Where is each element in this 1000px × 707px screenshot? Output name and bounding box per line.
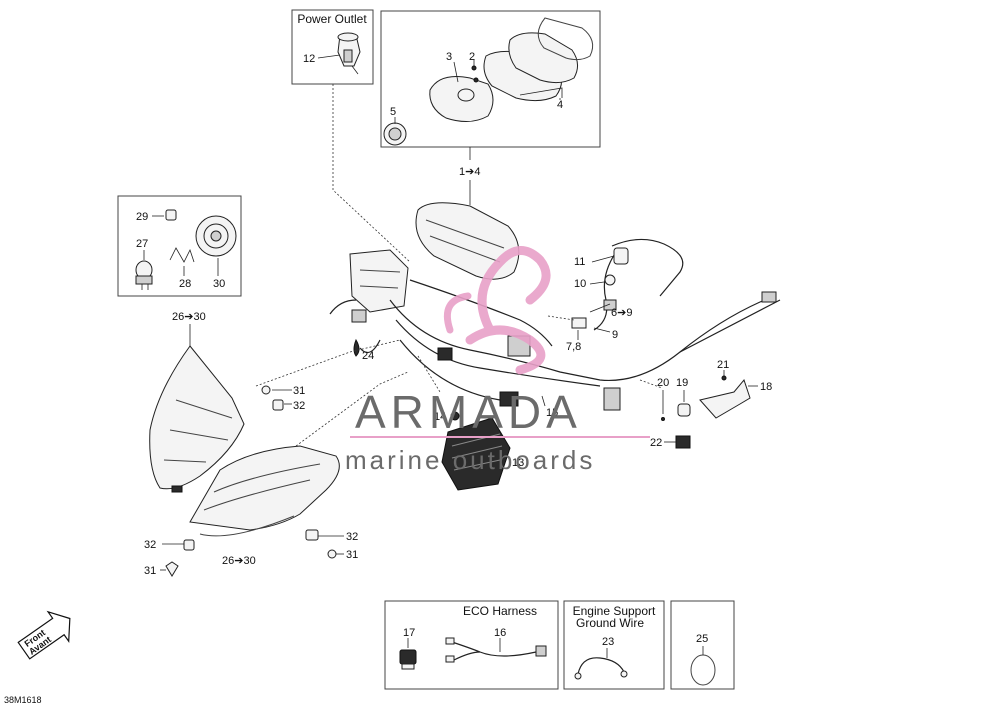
callout-26-30-top: 26➔30	[172, 311, 206, 323]
callout-30: 30	[213, 278, 225, 290]
callout-5: 5	[390, 106, 396, 118]
callout-3: 3	[446, 51, 452, 63]
main-wiring-harness	[329, 279, 781, 411]
callout-6-9: 6➔9	[611, 307, 632, 319]
eco-harness-box: ECO Harness 17 16	[384, 600, 559, 690]
armada-watermark: ARMADA marine outboards	[345, 246, 650, 475]
callout-16: 16	[494, 627, 506, 639]
gasket-ring	[690, 654, 716, 686]
callout-31-lower-left: 31	[144, 565, 156, 577]
power-outlet-title: Power Outlet	[297, 12, 367, 26]
gauge-cluster-body	[483, 32, 578, 102]
eco-harness-cable	[445, 637, 547, 663]
drawing-code: 38M1618	[4, 695, 42, 705]
callout-28: 28	[179, 278, 191, 290]
callout-2: 2	[469, 51, 475, 63]
callout-32-lower-right: 32	[346, 531, 358, 543]
engine-support-title-line1: Engine Support	[573, 604, 656, 618]
eco-harness-title: ECO Harness	[463, 604, 537, 618]
callout-12: 12	[303, 53, 315, 65]
callout-27: 27	[136, 238, 148, 250]
headlight-bulb-box: 29 27 28 30	[117, 195, 242, 297]
callout-32-upper: 32	[293, 400, 305, 412]
gauge-box: 3 2 4 5	[380, 10, 601, 148]
callout-26-30-bottom: 26➔30	[222, 555, 256, 567]
eco-switch	[399, 649, 417, 670]
callout-13: 13	[512, 457, 524, 469]
gauge-bezel	[429, 76, 494, 122]
gauge-cluster-installed	[415, 202, 520, 280]
callout-23: 23	[602, 636, 614, 648]
callout-10: 10	[574, 278, 586, 290]
usb-harness	[679, 291, 777, 353]
callout-9: 9	[612, 329, 618, 341]
armada-logo-mark	[443, 246, 551, 375]
gasket-box: 25	[670, 600, 735, 690]
headlight-left	[149, 345, 245, 493]
callout-24: 24	[362, 350, 374, 362]
callout-1-4: 1➔4	[459, 166, 480, 178]
callout-31-upper: 31	[293, 385, 305, 397]
watermark-brand: ARMADA	[355, 386, 582, 438]
power-outlet-box: Power Outlet 12	[291, 9, 374, 85]
callout-25: 25	[696, 633, 708, 645]
engine-support-title-line2: Ground Wire	[576, 616, 644, 630]
callout-14: 14	[434, 411, 446, 423]
headlight-right	[189, 445, 340, 537]
gauge-gasket	[537, 17, 594, 61]
engine-support-box: Engine Support Ground Wire 23	[563, 600, 665, 690]
front-direction-arrow: Front Avant	[17, 610, 71, 660]
bulb-retaining-spring	[169, 247, 195, 263]
headlight-dust-cover	[195, 215, 237, 257]
callout-21: 21	[717, 359, 729, 371]
callout-31-lower-right: 31	[346, 549, 358, 561]
callout-29: 29	[136, 211, 148, 223]
callout-4: 4	[557, 99, 563, 111]
headlight-bulb	[135, 260, 153, 290]
callout-22: 22	[650, 437, 662, 449]
callout-15: 15	[546, 407, 558, 419]
bracket-assembly	[661, 375, 751, 449]
gauge-screws	[471, 65, 479, 83]
bulb-socket-cap	[165, 209, 177, 221]
callout-17: 17	[403, 627, 415, 639]
callout-32-lower-left: 32	[144, 539, 156, 551]
fasteners	[165, 338, 460, 577]
power-outlet-part	[337, 32, 361, 75]
callout-19: 19	[676, 377, 688, 389]
callout-11: 11	[574, 256, 585, 268]
callout-20: 20	[657, 377, 669, 389]
fuse-relay-block	[349, 249, 409, 313]
ground-wire	[574, 657, 628, 680]
callout-18: 18	[760, 381, 772, 393]
callout-7-8: 7,8	[566, 341, 581, 353]
gauge-dial	[383, 122, 407, 146]
power-outlet-cable	[571, 238, 684, 331]
watermark-tagline: marine outboards	[345, 445, 595, 475]
